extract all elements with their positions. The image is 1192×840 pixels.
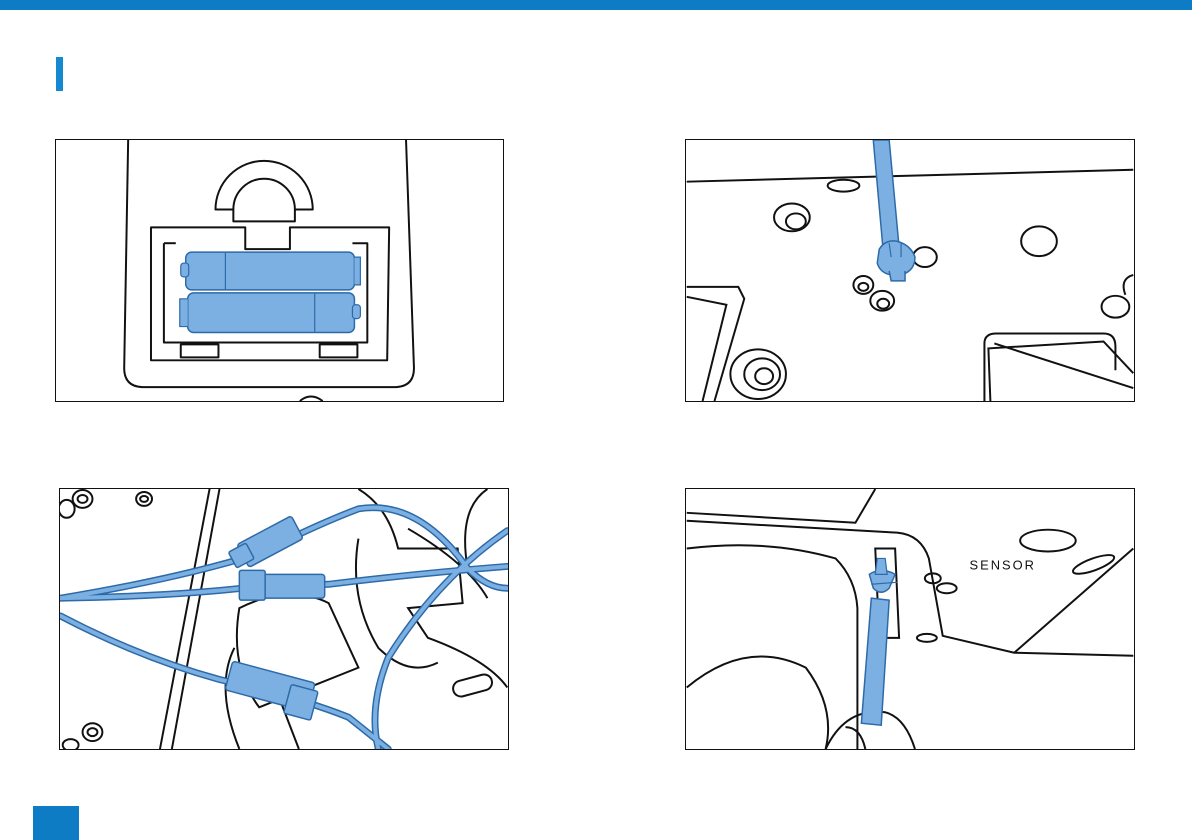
page-number-marker	[33, 806, 79, 840]
connector-lower	[225, 661, 318, 720]
battery-top	[181, 252, 361, 290]
connector-middle	[239, 570, 324, 600]
figure-battery-compartment	[55, 139, 504, 402]
header-accent-bar	[0, 0, 1192, 10]
pry-tool	[861, 558, 897, 725]
battery-bottom	[180, 293, 361, 333]
sensor-label: SENSOR	[970, 557, 1036, 572]
figure-pry-tool-on-clip	[685, 139, 1135, 402]
sensor-panel-illustration: SENSOR	[686, 489, 1134, 749]
section-marker	[56, 57, 63, 91]
figure-wire-connectors	[59, 488, 509, 750]
pry-tool	[873, 140, 915, 281]
connector-upper	[228, 516, 303, 568]
figure-sensor-panel-clip: SENSOR	[685, 488, 1135, 750]
battery-compartment-illustration	[56, 140, 503, 401]
wire-connectors-illustration	[60, 489, 508, 749]
pry-tool-illustration	[686, 140, 1134, 401]
